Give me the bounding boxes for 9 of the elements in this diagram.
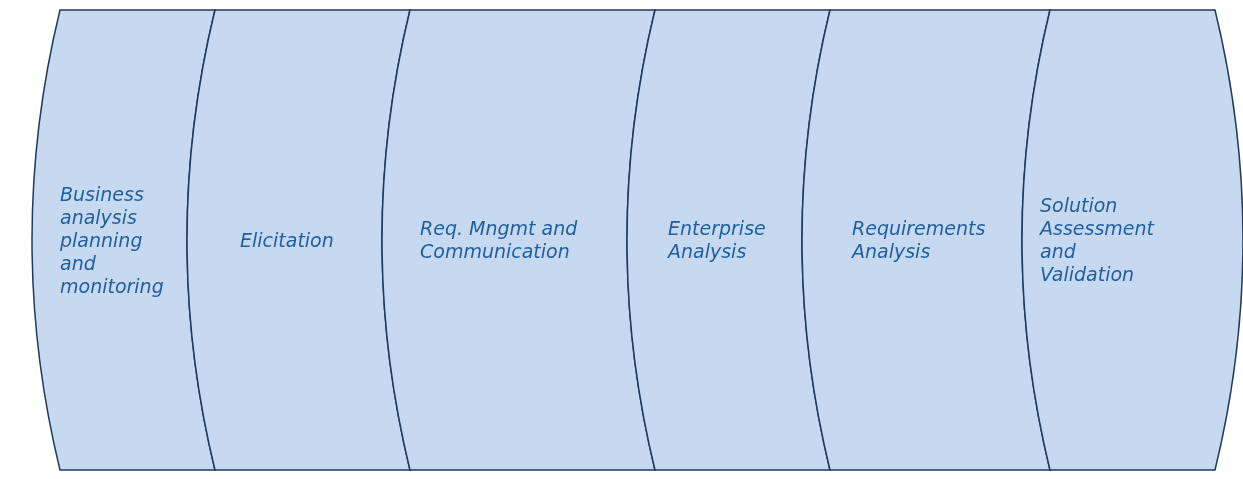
segment-shape: [1021, 9, 1243, 471]
segment-label: Enterprise Analysis: [668, 217, 767, 263]
segment-label: Elicitation: [240, 228, 335, 252]
segment-shape: [31, 9, 216, 471]
segment-label: Solution Assessment and Validation: [1040, 194, 1156, 286]
segment-shape: [186, 9, 411, 471]
segment-label: Business analysis planning and monitoring: [60, 182, 165, 298]
segment-shape: [626, 9, 831, 471]
segment-label: Requirements Analysis: [852, 217, 987, 263]
